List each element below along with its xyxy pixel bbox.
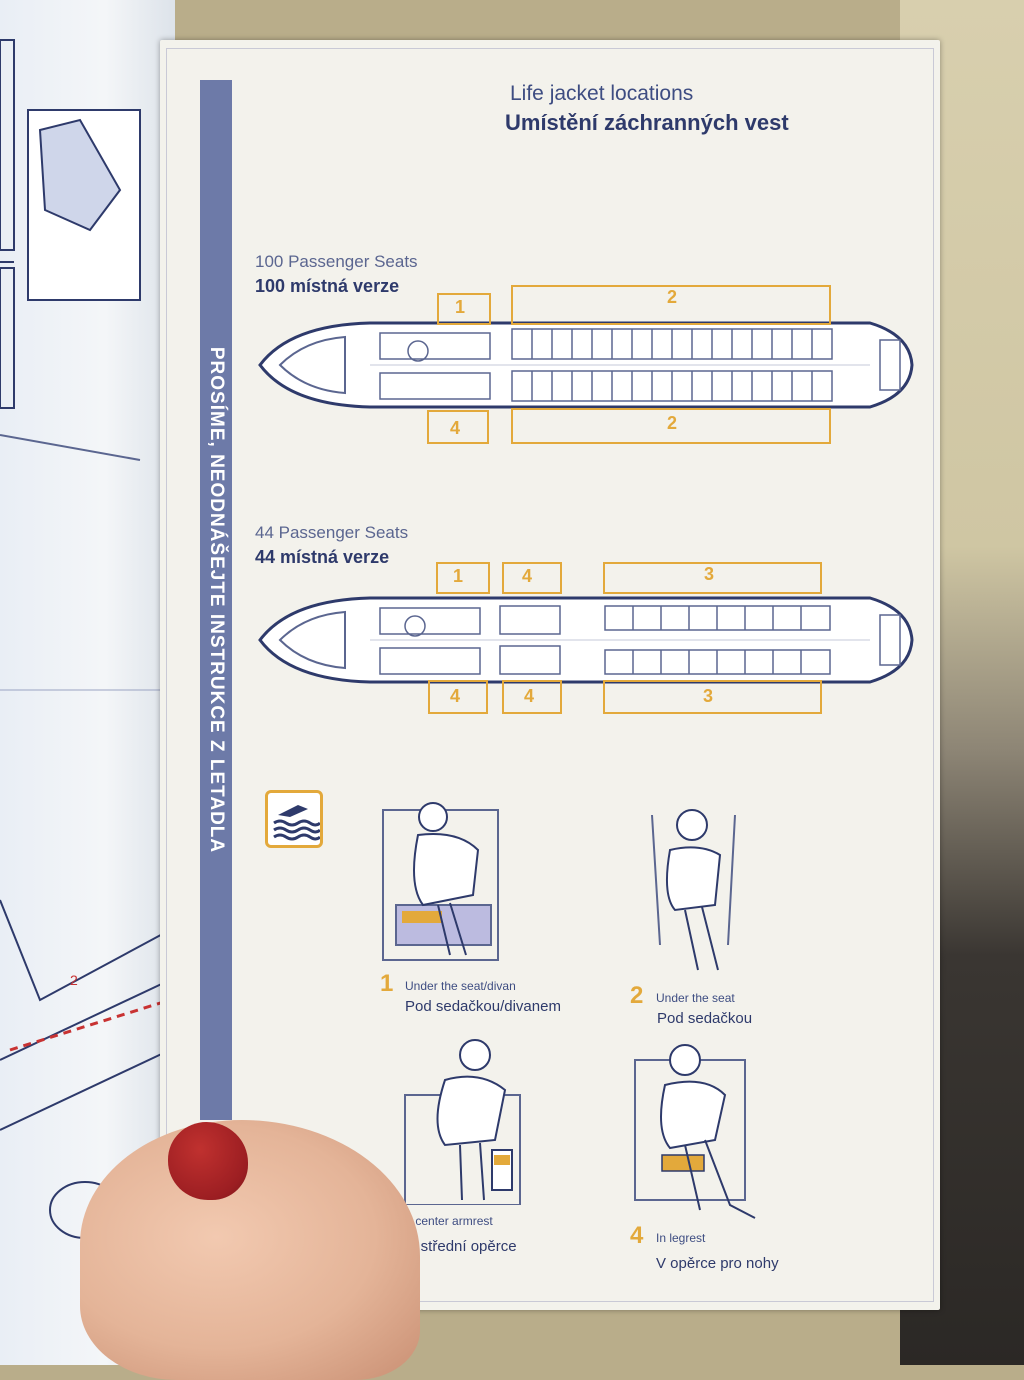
config-44-label-cz: 44 místná verze — [255, 547, 390, 567]
location-1-en: Under the seat/divan — [405, 979, 516, 993]
figure-under-seat — [651, 809, 736, 971]
zone-4-top-box-44 — [502, 562, 562, 594]
location-3-cz: Ve střední opěrce — [399, 1238, 517, 1255]
zone-4-top-label-44: 4 — [522, 566, 533, 586]
zone-1-box-44 — [436, 562, 490, 594]
zone-4-box-100 — [427, 410, 489, 444]
zone-2-top-box-100 — [511, 285, 831, 325]
zone-4-bottom-left-box-44 — [428, 680, 488, 714]
left-page-marker: 2 — [70, 972, 78, 988]
config-100-label-en: 100 Passenger Seats — [255, 252, 418, 271]
location-1-number: 1 — [380, 970, 394, 997]
water-landing-icon — [265, 790, 323, 848]
zone-1-label-44: 1 — [453, 566, 464, 586]
plane-diagram-100 — [258, 321, 914, 409]
left-page-illustrations: 2 — [0, 39, 175, 1239]
location-4-en: In legrest — [656, 1231, 706, 1245]
seat-rows-100 — [379, 328, 901, 402]
zone-4-bottom-right-label-44: 4 — [524, 686, 535, 706]
zone-1-box-100 — [437, 293, 491, 325]
zone-2-top-label-100: 2 — [667, 287, 678, 307]
card-border — [166, 48, 934, 1302]
seat-rows-44 — [379, 605, 901, 675]
location-4-number: 4 — [630, 1222, 644, 1249]
zone-1-label-100: 1 — [455, 297, 466, 317]
figure-under-divan — [382, 802, 499, 961]
title-czech: Umístění záchranných vest — [505, 110, 789, 135]
side-banner-text: PROSÍME, NEODNÁŠEJTE INSTRUKCE Z LETADLA — [206, 346, 227, 854]
title-english: Life jacket locations — [510, 82, 694, 105]
zone-4-bottom-right-box-44 — [502, 680, 562, 714]
zone-3-top-label-44: 3 — [704, 564, 715, 584]
location-2-cz: Pod sedačkou — [657, 1010, 753, 1027]
zone-3-bottom-label-44: 3 — [703, 686, 714, 706]
location-4-cz: V opěrce pro nohy — [656, 1255, 779, 1272]
location-1-cz: Pod sedačkou/divanem — [405, 998, 561, 1015]
location-3-en: In center armrest — [402, 1214, 493, 1228]
location-2-en: Under the seat — [656, 991, 735, 1005]
plane-diagram-44 — [258, 596, 914, 684]
zone-3-bottom-box-44 — [603, 680, 822, 714]
holding-hand — [80, 1120, 420, 1380]
zone-4-label-100: 4 — [450, 418, 461, 438]
figure-center-armrest — [404, 1039, 521, 1205]
side-banner — [200, 80, 232, 1120]
zone-2-bottom-box-100 — [511, 408, 831, 444]
config-44-label-en: 44 Passenger Seats — [255, 523, 409, 542]
zone-4-bottom-left-label-44: 4 — [450, 686, 461, 706]
figure-legrest — [634, 1044, 756, 1219]
config-100-label-cz: 100 místná verze — [255, 276, 400, 296]
location-2-number: 2 — [630, 982, 644, 1009]
painted-fingernail — [168, 1122, 248, 1200]
zone-3-top-box-44 — [603, 562, 822, 594]
left-page: 2 — [0, 0, 175, 1365]
zone-2-bottom-label-100: 2 — [667, 413, 678, 433]
